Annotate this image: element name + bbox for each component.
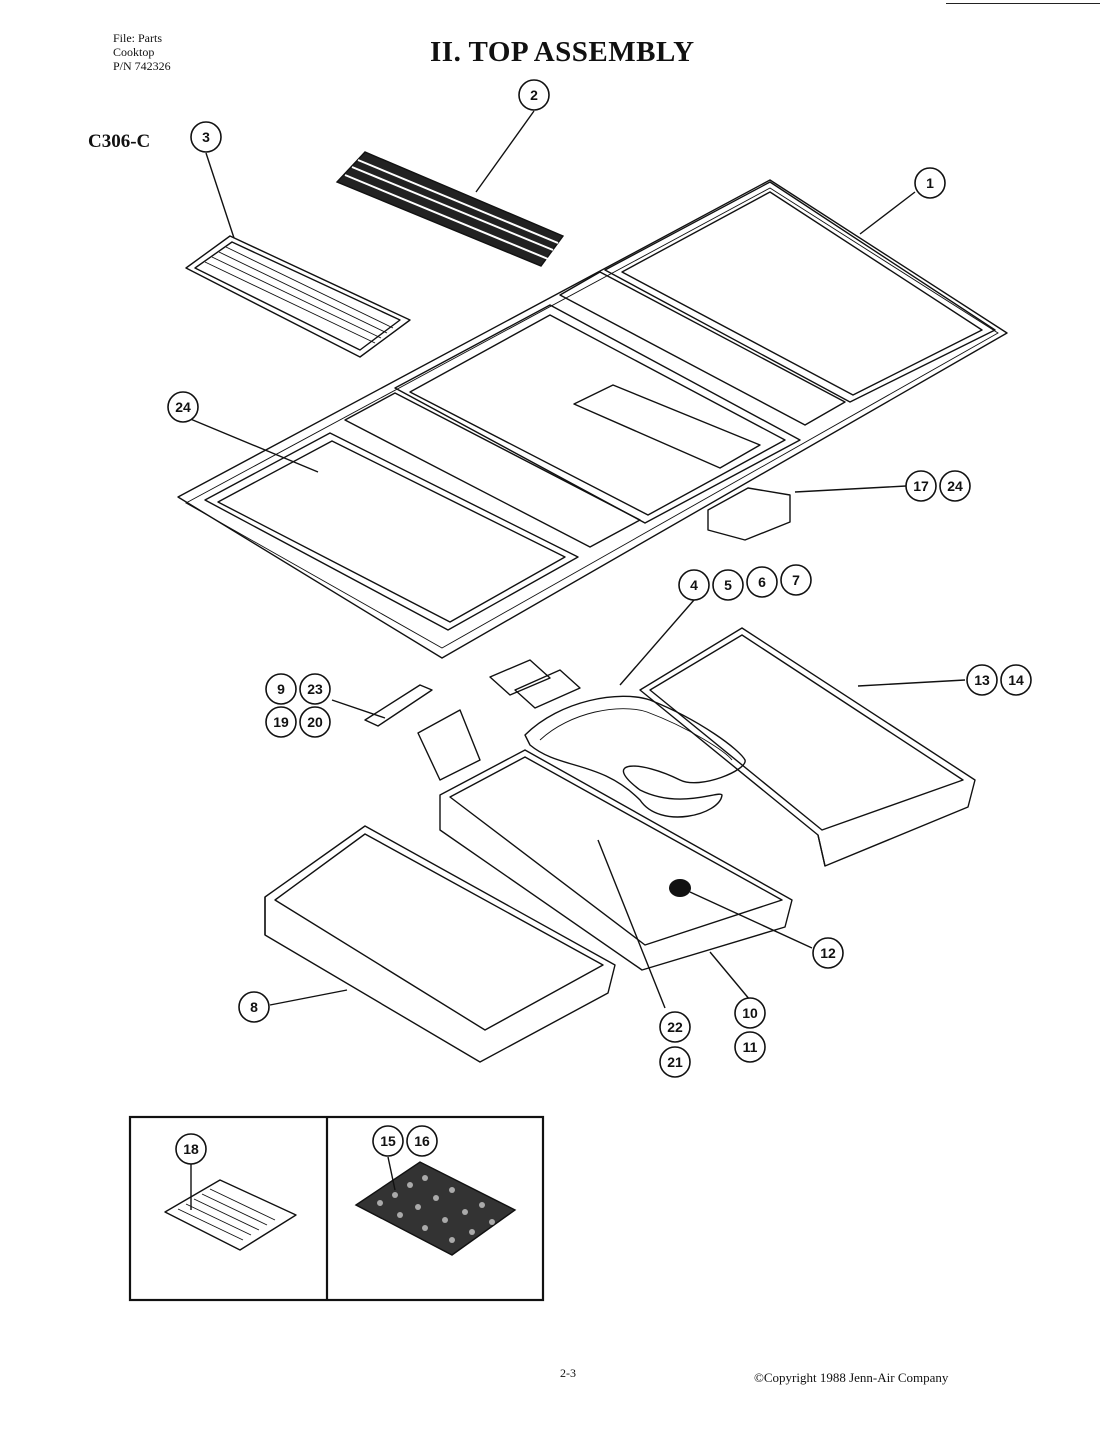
- callout-24-right: 24: [939, 470, 971, 502]
- part-bracket-terminal: [364, 659, 551, 781]
- callout-10: 10: [734, 997, 766, 1029]
- callout-7: 7: [780, 564, 812, 596]
- callout-label: 24: [175, 399, 191, 415]
- callout-label: 4: [690, 577, 698, 593]
- callout-3: 3: [190, 121, 222, 153]
- callout-22: 22: [659, 1011, 691, 1043]
- callout-label: 23: [307, 681, 323, 697]
- callout-label: 14: [1008, 672, 1024, 688]
- top-rule: [946, 3, 1100, 4]
- callout-23: 23: [299, 673, 331, 705]
- part-15-16-rocks: [354, 1161, 517, 1256]
- file-info-line: P/N 742326: [113, 59, 171, 73]
- leader-lines: [187, 110, 966, 1210]
- part-drip-pan-left: [264, 825, 616, 1063]
- file-info: File: Parts Cooktop P/N 742326: [113, 31, 171, 73]
- callout-label: 10: [742, 1005, 758, 1021]
- callout-1: 1: [914, 167, 946, 199]
- part-grille: [185, 235, 411, 358]
- page-number: 2-3: [560, 1366, 576, 1380]
- callout-4: 4: [678, 569, 710, 601]
- callout-12: 12: [812, 937, 844, 969]
- callout-label: 6: [758, 574, 766, 590]
- callout-label: 11: [743, 1039, 758, 1055]
- callout-5: 5: [712, 569, 744, 601]
- part-drip-pan-right: [639, 627, 976, 867]
- callout-16: 16: [406, 1125, 438, 1157]
- callout-label: 1: [926, 175, 934, 191]
- callout-label: 16: [414, 1133, 430, 1149]
- callout-11: 11: [734, 1031, 766, 1063]
- part-heating-element: [514, 669, 746, 818]
- callout-13: 13: [966, 664, 998, 696]
- page-title: II. TOP ASSEMBLY: [430, 36, 695, 68]
- callout-14: 14: [1000, 664, 1032, 696]
- callout-8: 8: [238, 991, 270, 1023]
- callout-2: 2: [518, 79, 550, 111]
- part-drip-pan-center: [439, 749, 793, 971]
- callout-9: 9: [265, 673, 297, 705]
- callout-label: 21: [667, 1054, 683, 1070]
- callout-label: 20: [307, 714, 323, 730]
- callout-15: 15: [372, 1125, 404, 1157]
- callout-label: 15: [380, 1133, 396, 1149]
- callout-label: 7: [792, 572, 800, 588]
- callout-19: 19: [265, 706, 297, 738]
- callout-label: 3: [202, 129, 210, 145]
- file-info-line: File: Parts: [113, 31, 163, 45]
- callout-6: 6: [746, 566, 778, 598]
- callout-24-top: 24: [167, 391, 199, 423]
- callout-18: 18: [175, 1133, 207, 1165]
- part-18-grille: [164, 1179, 297, 1251]
- part-cooktop-top: [177, 179, 1008, 659]
- callout-label: 17: [913, 478, 929, 494]
- callout-label: 8: [250, 999, 258, 1015]
- inset-panel: [128, 1115, 545, 1302]
- callout-label: 2: [530, 87, 538, 103]
- copyright-notice: ©Copyright 1988 Jenn-Air Company: [754, 1370, 949, 1385]
- callout-label: 9: [277, 681, 285, 697]
- callout-label: 12: [820, 945, 836, 961]
- callout-17: 17: [905, 470, 937, 502]
- callout-21: 21: [659, 1046, 691, 1078]
- part-grill-grate: [335, 151, 565, 267]
- file-info-line: Cooktop: [113, 45, 155, 59]
- callout-label: 22: [667, 1019, 683, 1035]
- part-grommet: [669, 879, 691, 897]
- callout-label: 19: [273, 714, 289, 730]
- model-number: C306-C: [88, 131, 151, 152]
- callout-label: 24: [947, 478, 963, 494]
- callout-label: 13: [974, 672, 990, 688]
- callout-label: 5: [724, 577, 732, 593]
- callout-label: 18: [183, 1141, 199, 1157]
- callout-20: 20: [299, 706, 331, 738]
